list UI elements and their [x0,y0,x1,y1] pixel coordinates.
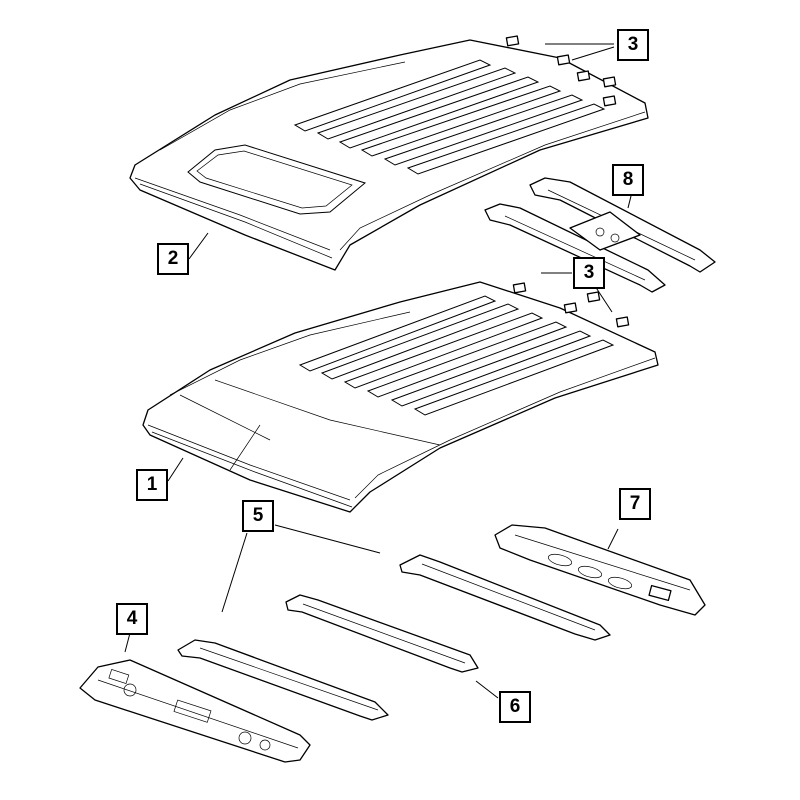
callout-2: 2 [157,243,189,275]
roof-panel-sunroof [129,39,649,271]
roof-bow-rear [399,554,611,641]
callout-1: 1 [136,469,168,501]
callout-3-lower: 3 [573,257,605,289]
roof-panel [142,281,659,513]
front-header-panel [79,659,311,763]
roof-pads-upper [505,35,617,107]
callout-7: 7 [619,488,651,520]
roof-pads-lower [512,282,630,328]
callout-5: 5 [242,500,274,532]
crossmember-pair [484,177,716,293]
rear-header-panel [494,524,706,616]
callout-3-upper: 3 [617,29,649,61]
callout-4: 4 [116,603,148,635]
callout-8: 8 [612,164,644,196]
callout-6: 6 [499,691,531,723]
roof-bow-front [177,639,389,721]
leader-lines [124,43,632,699]
roof-bow-middle [285,594,479,673]
